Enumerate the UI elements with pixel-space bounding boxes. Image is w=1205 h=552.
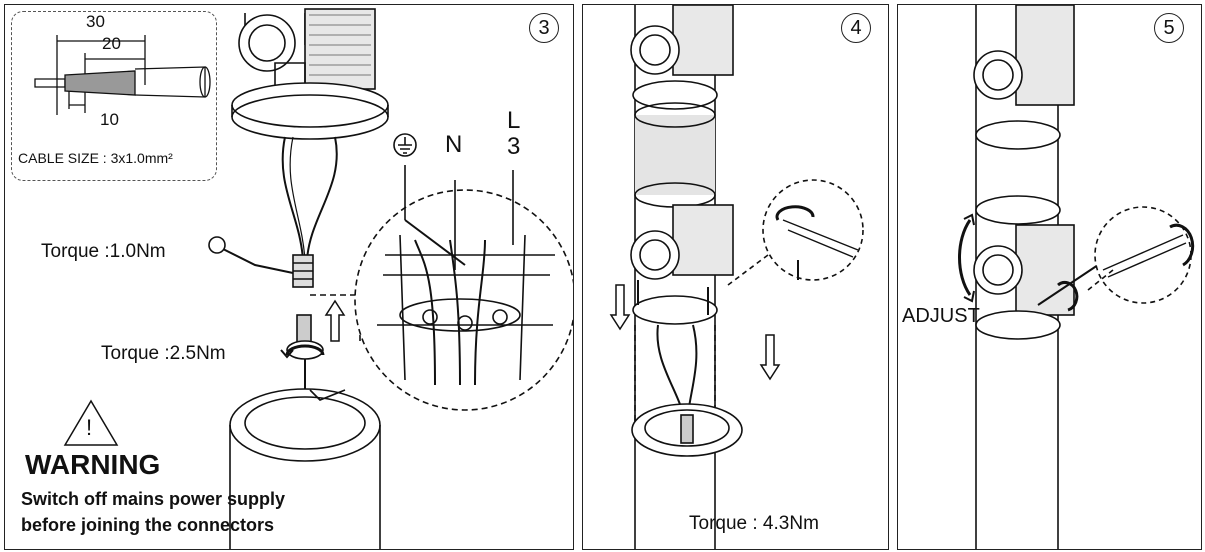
- earth-ground-icon: [393, 133, 417, 157]
- mounting-illustration: [609, 5, 864, 549]
- terminal-n-label: N: [445, 131, 463, 158]
- cable-strip-diagram: 30 20 10 CABLE SIZE : 3x1.0mm²: [11, 11, 217, 181]
- torque-nut-label: Torque :2.5Nm: [101, 343, 226, 364]
- step-number-badge: 3: [529, 13, 559, 43]
- arrow-up-icon: [324, 299, 346, 342]
- torque-gland-label: Torque :1.0Nm: [41, 241, 166, 262]
- warning-title: WARNING: [25, 449, 161, 480]
- cable-size-label: CABLE SIZE : 3x1.0mm²: [18, 150, 173, 166]
- dim-inner-label: 10: [100, 110, 119, 129]
- panel-step-5: 5 ADJUST: [897, 4, 1202, 550]
- warning-symbol: !: [86, 415, 93, 440]
- rotate-arrow-icon: [958, 213, 975, 303]
- rotate-arrow-icon: [280, 344, 325, 359]
- dim-outer-label: 30: [86, 12, 105, 31]
- terminal-l-label: L: [507, 107, 521, 134]
- adjust-label: ADJUST: [902, 305, 980, 327]
- panel-step-3: 3 30 20 10 CABLE SIZE : 3x1.0mm² N L 3 T…: [4, 4, 574, 550]
- wiring-illustration: [34, 8, 573, 549]
- torque-screws-label: Torque : 4.3Nm: [689, 513, 819, 534]
- adjust-illustration: [958, 5, 1195, 549]
- warning-triangle-icon: [63, 399, 119, 446]
- panel-step-4: 4 Torque : 4.3Nm: [582, 4, 889, 550]
- arrow-down-icon: [609, 284, 781, 381]
- warning-line-2: before joining the connectors: [21, 515, 275, 535]
- dim-mid-label: 20: [102, 34, 121, 53]
- warning-line-1: Switch off mains power supply: [21, 489, 286, 509]
- step-number-badge: 4: [841, 13, 871, 43]
- terminal-l-number: 3: [507, 133, 521, 160]
- step-number-badge: 5: [1154, 13, 1184, 43]
